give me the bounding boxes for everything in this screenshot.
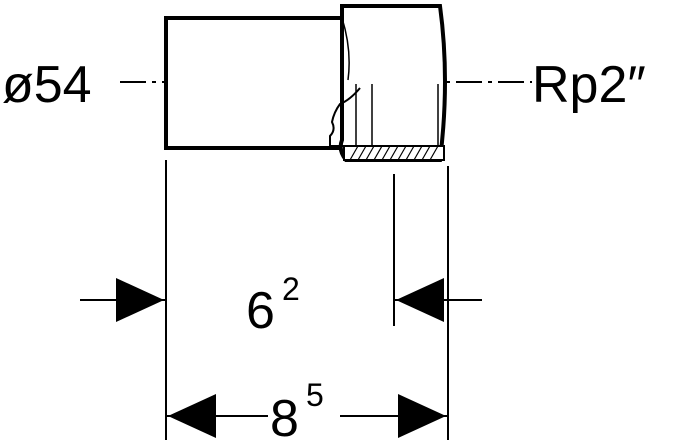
diameter-label: ø54	[2, 56, 92, 114]
thread-hatching	[349, 145, 439, 161]
inner-dimension-value: 6	[246, 282, 275, 340]
outer-dimension-exponent: 5	[306, 377, 324, 413]
outer-dim-left-arrow	[168, 394, 216, 438]
outer-dimension-value: 8	[270, 390, 299, 448]
socket-inner-contour	[341, 5, 445, 161]
inner-dimension-exponent: 2	[282, 271, 300, 307]
inner-dim-left-arrow	[116, 278, 164, 322]
cutaway-break-line	[329, 87, 361, 147]
outer-dim-right-arrow	[398, 394, 446, 438]
thread-label: Rp2″	[532, 56, 646, 114]
inner-dim-right-arrow	[396, 278, 444, 322]
pipe-body	[164, 16, 346, 150]
